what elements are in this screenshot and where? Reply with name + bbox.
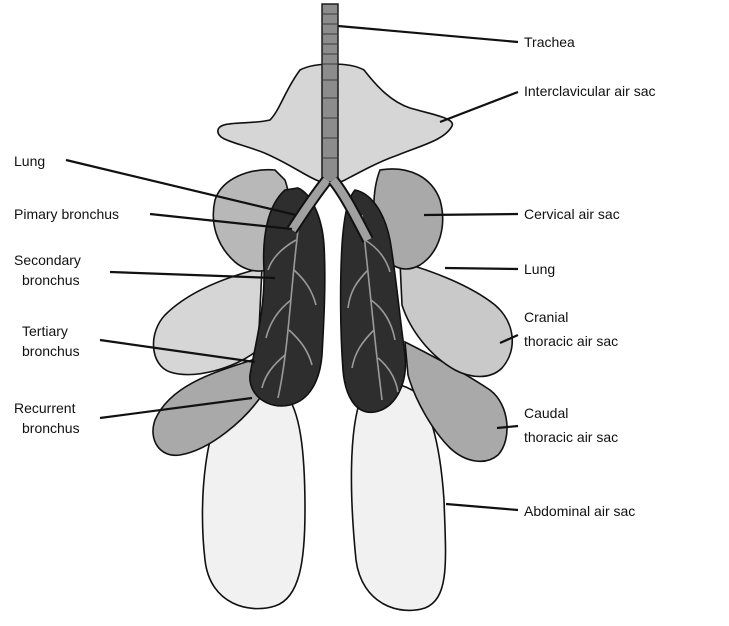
label-interclavicular-air-sac: Interclavicular air sac — [524, 83, 656, 99]
label-lung-left: Lung — [14, 153, 45, 169]
label-trachea: Trachea — [524, 34, 575, 50]
label-abdominal-air-sac: Abdominal air sac — [524, 503, 635, 519]
leader-abdominal — [446, 504, 518, 510]
leader-lung-right — [445, 268, 518, 269]
label-lung-right: Lung — [524, 261, 555, 277]
label-secondary-bronchus-line2: bronchus — [22, 272, 80, 288]
label-recurrent-bronchus-line1: Recurrent — [14, 400, 76, 416]
label-cervical-air-sac: Cervical air sac — [524, 206, 620, 222]
leader-interclavicular — [440, 92, 518, 122]
label-recurrent-bronchus-line2: bronchus — [22, 420, 80, 436]
label-caudal-thoracic-line1: Caudal — [524, 405, 568, 421]
label-caudal-thoracic-line2: thoracic air sac — [524, 429, 618, 445]
label-cranial-thoracic-line1: Cranial — [524, 309, 568, 325]
cranial-thoracic-air-sac-left — [154, 268, 262, 375]
trachea — [322, 4, 338, 182]
label-primary-bronchus: Pimary bronchus — [14, 206, 119, 222]
leader-cervical — [424, 214, 518, 215]
label-tertiary-bronchus-line2: bronchus — [22, 343, 80, 359]
label-cranial-thoracic-line2: thoracic air sac — [524, 333, 618, 349]
label-secondary-bronchus-line1: Secondary — [14, 252, 81, 268]
label-tertiary-bronchus-line1: Tertiary — [22, 323, 68, 339]
leader-trachea — [338, 26, 518, 42]
